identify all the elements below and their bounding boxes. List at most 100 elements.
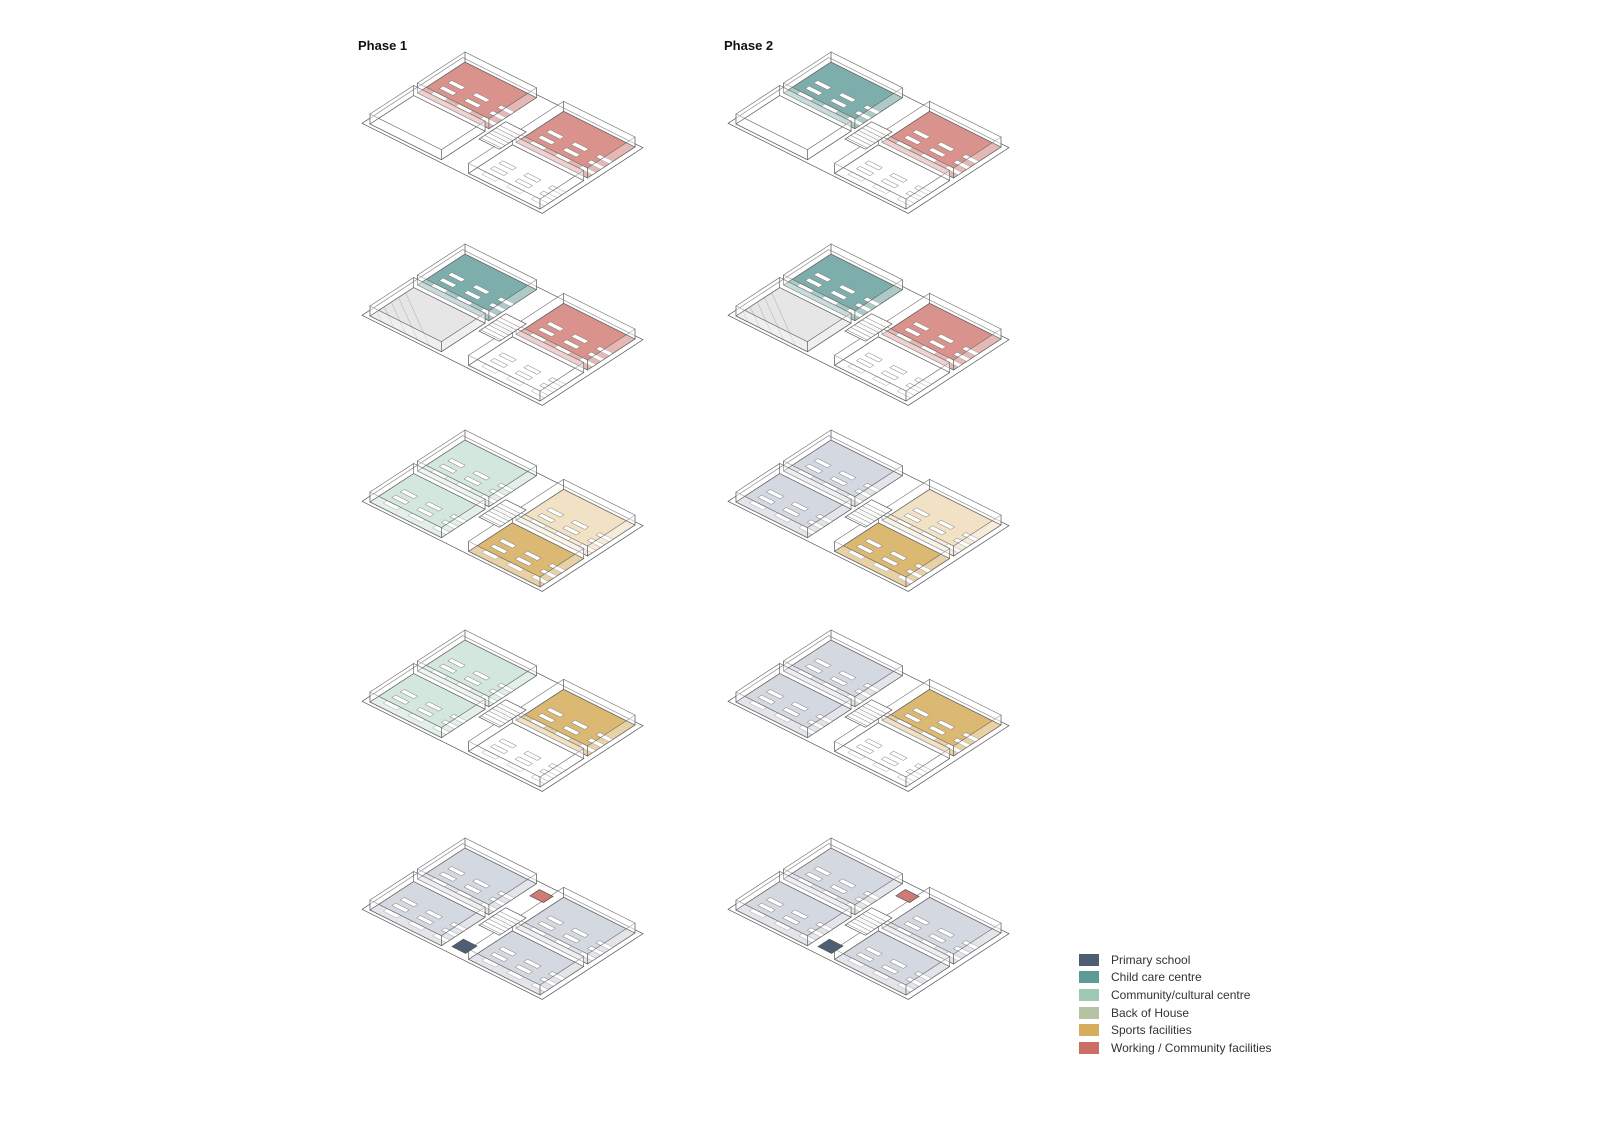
- furniture-mark: [928, 147, 947, 158]
- plan-phase1-level4: [352, 243, 644, 454]
- stair-tread: [499, 125, 521, 136]
- stair-tread: [495, 127, 517, 139]
- furniture-mark: [838, 92, 857, 103]
- furniture-mark: [463, 476, 482, 487]
- furniture-mark: [804, 277, 824, 288]
- legend-item-working-community: Working / Community facilities: [1079, 1039, 1272, 1057]
- furniture-mark: [489, 952, 509, 962]
- stair-tread: [858, 322, 879, 333]
- wall-ll: [735, 870, 781, 911]
- furniture-mark: [804, 871, 824, 882]
- paving-hatch: [384, 306, 395, 329]
- plan-phase2-level4: [718, 243, 1010, 454]
- furniture-mark: [545, 321, 565, 332]
- legend-swatch: [1079, 1041, 1099, 1054]
- wall-ll: [369, 276, 415, 317]
- furniture-mark: [829, 884, 848, 895]
- furniture-mark: [562, 525, 581, 536]
- wall-ul: [783, 429, 832, 472]
- wall-ll: [369, 870, 415, 911]
- furniture-mark: [514, 964, 534, 975]
- legend-swatch: [1079, 1024, 1099, 1037]
- furniture-mark: [782, 915, 801, 926]
- furniture-mark: [838, 284, 857, 295]
- wall-ll: [735, 84, 781, 125]
- furniture-mark: [463, 884, 482, 895]
- furniture-mark: [790, 701, 809, 712]
- entry-school: [817, 938, 844, 954]
- furniture-mark: [804, 85, 824, 96]
- furniture-mark: [514, 178, 534, 189]
- furniture-mark: [472, 284, 491, 295]
- furniture-mark: [489, 744, 509, 754]
- legend: Primary school Child care centre Communi…: [1079, 951, 1272, 1057]
- furniture-mark: [447, 866, 466, 877]
- furniture-mark: [838, 878, 857, 889]
- furniture-mark: [804, 463, 824, 474]
- paving-hatch: [376, 311, 383, 323]
- furniture-mark: [864, 160, 883, 171]
- stair-tread: [865, 503, 887, 514]
- furniture-mark: [911, 321, 931, 332]
- furniture-mark: [765, 489, 785, 500]
- furniture-mark: [399, 897, 419, 908]
- wall-ll: [369, 662, 415, 703]
- plan-phase2-level1: [718, 837, 1010, 1048]
- stair-tread: [484, 513, 506, 524]
- furniture-mark: [936, 927, 956, 938]
- stair-tread: [484, 921, 506, 932]
- furniture-mark: [928, 525, 947, 536]
- legend-item-community-cultural: Community/cultural centre: [1079, 986, 1272, 1004]
- furniture-mark: [438, 277, 458, 288]
- furniture-mark: [438, 663, 458, 674]
- furniture-mark: [514, 556, 534, 567]
- furniture-mark: [765, 897, 785, 908]
- stair-tread: [865, 317, 887, 328]
- wall-ul: [783, 837, 832, 880]
- furniture-mark: [911, 707, 931, 718]
- furniture-mark: [447, 658, 466, 669]
- stair-tread: [861, 505, 883, 517]
- furniture-mark: [463, 98, 482, 109]
- furniture-mark: [782, 707, 801, 718]
- stair-tread: [488, 324, 510, 336]
- furniture-mark: [498, 160, 517, 171]
- legend-label: Primary school: [1111, 952, 1191, 967]
- furniture-mark: [562, 933, 581, 944]
- stair-tread: [495, 913, 517, 925]
- furniture-mark: [838, 670, 857, 681]
- stair-tread: [488, 918, 510, 930]
- paving-hatch: [391, 301, 406, 334]
- stair-tread: [480, 329, 502, 341]
- furniture-mark: [889, 172, 908, 183]
- plan-phase1-level1: [352, 837, 644, 1048]
- furniture-mark: [911, 915, 931, 926]
- furniture-mark: [855, 166, 875, 176]
- wall-ul: [783, 51, 832, 94]
- furniture-mark: [936, 333, 956, 344]
- legend-swatch: [1079, 1006, 1099, 1019]
- furniture-mark: [438, 85, 458, 96]
- paving-hatch: [757, 301, 772, 334]
- furniture-mark: [936, 719, 956, 730]
- furniture-mark: [498, 352, 517, 363]
- plan-phase2-level3: [718, 429, 1010, 640]
- furniture-mark: [416, 707, 435, 718]
- furniture-mark: [438, 463, 458, 474]
- wall-ul: [417, 243, 466, 286]
- legend-item-primary-school: Primary school: [1079, 951, 1272, 969]
- stair-tread: [480, 715, 502, 727]
- stair-tread: [492, 508, 513, 519]
- furniture-mark: [757, 694, 776, 705]
- furniture-mark: [829, 98, 848, 109]
- furniture-mark: [813, 658, 832, 669]
- furniture-mark: [472, 670, 491, 681]
- paving-hatch: [750, 306, 761, 329]
- phase-2-title: Phase 2: [724, 38, 774, 53]
- stair-tread: [854, 710, 876, 722]
- furniture-mark: [765, 689, 785, 700]
- furniture-mark: [463, 290, 482, 301]
- furniture-mark: [813, 866, 832, 877]
- furniture-mark: [928, 725, 947, 736]
- furniture-mark: [391, 902, 410, 913]
